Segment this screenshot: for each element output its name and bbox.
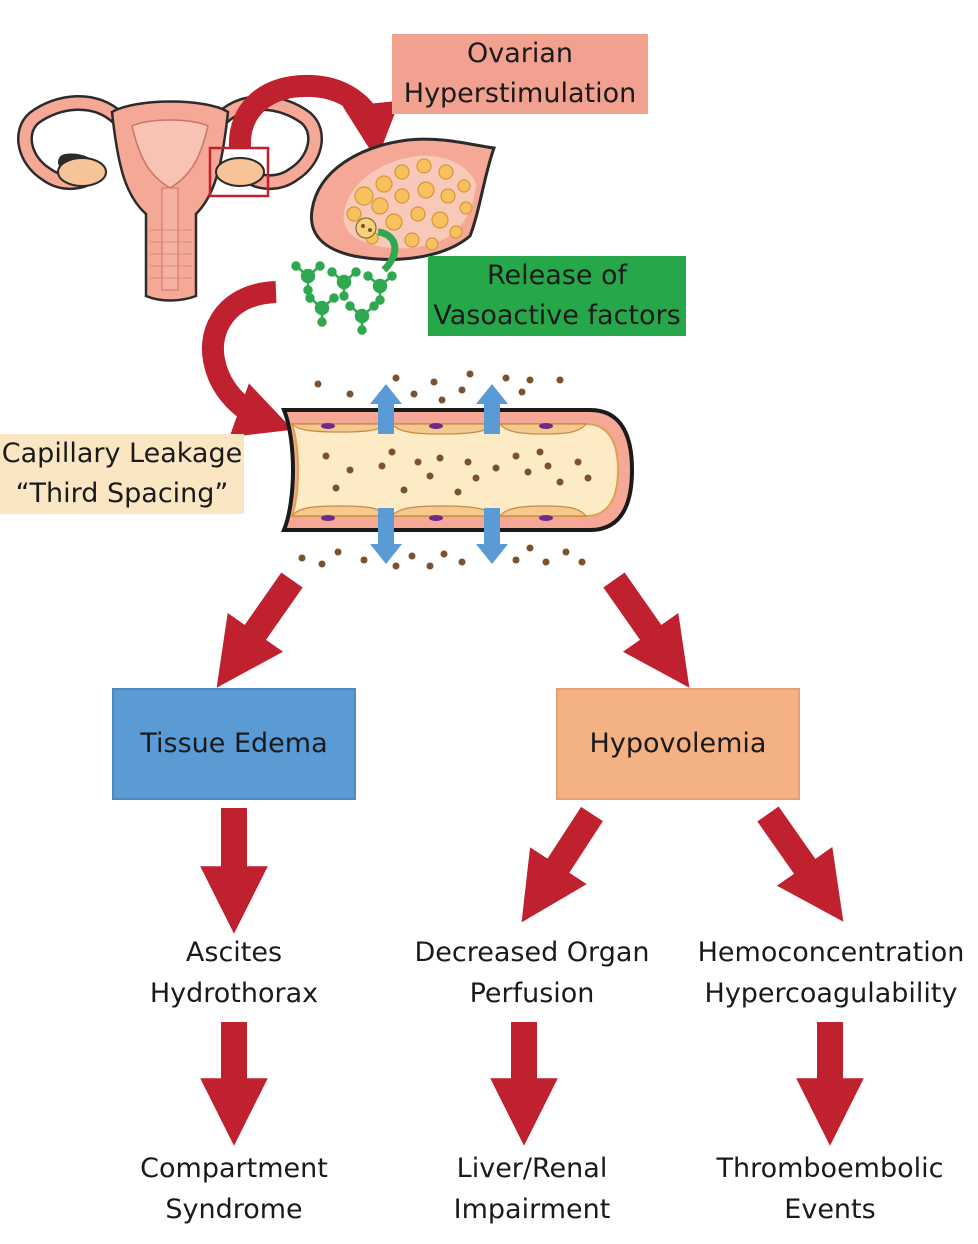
capillary-line1: Capillary Leakage	[1, 438, 243, 469]
liver-line2: Impairment	[453, 1194, 611, 1225]
organ-perfusion-label: Decreased Organ Perfusion	[398, 932, 666, 1014]
hypovolemia-box: Hypovolemia	[556, 688, 800, 800]
liver-line1: Liver/Renal	[456, 1153, 608, 1184]
arrow-to-hemoconcentration	[757, 806, 844, 922]
ovarian-line2: Hyperstimulation	[403, 78, 637, 109]
uterus-icon	[17, 95, 323, 302]
tissue-edema-box: Tissue Edema	[112, 688, 356, 800]
ovary-icon	[57, 157, 265, 187]
hemoconcentration-label: Hemoconcentration Hypercoagulability	[690, 932, 972, 1014]
hypovolemia-label: Hypovolemia	[589, 728, 767, 759]
hemo-line1: Hemoconcentration	[697, 937, 965, 968]
ascites-line2: Hydrothorax	[149, 978, 319, 1009]
hemo-line2: Hypercoagulability	[704, 978, 958, 1009]
vasoactive-molecule-icon	[291, 261, 397, 335]
perfusion-line2: Perfusion	[469, 978, 595, 1009]
perfusion-line1: Decreased Organ	[414, 937, 650, 968]
compartment-line1: Compartment	[140, 1153, 328, 1184]
release-line2: Vasoactive factors	[433, 300, 681, 331]
compartment-line2: Syndrome	[165, 1194, 303, 1225]
flow-arrows	[200, 572, 864, 1146]
thrombo-line1: Thromboembolic	[716, 1153, 944, 1184]
tissue-edema-label: Tissue Edema	[140, 728, 328, 759]
capillary-vessel-icon	[281, 408, 635, 532]
capillary-line2: “Third Spacing”	[15, 478, 229, 509]
release-vasoactive-box: Release of Vasoactive factors	[428, 256, 686, 336]
capillary-leakage-box: Capillary Leakage “Third Spacing”	[0, 434, 244, 514]
thrombo-line2: Events	[784, 1194, 876, 1225]
compartment-syndrome-label: Compartment Syndrome	[104, 1148, 364, 1230]
thromboembolic-label: Thromboembolic Events	[698, 1148, 962, 1230]
ascites-label: Ascites Hydrothorax	[104, 932, 364, 1014]
arrow-to-organ-perfusion	[521, 806, 603, 923]
protein-particles	[298, 370, 592, 570]
ascites-line1: Ascites	[185, 937, 283, 968]
curved-arrow-to-ovary	[228, 74, 400, 161]
ovarian-hyperstimulation-box: Ovarian Hyperstimulation	[392, 34, 648, 114]
ovarian-line1: Ovarian	[466, 38, 574, 69]
ovary-enlarged-icon	[309, 137, 497, 261]
curved-arrow-to-capillary	[201, 281, 293, 438]
arrow-to-hypovolemia	[603, 572, 690, 688]
liver-renal-label: Liver/Renal Impairment	[404, 1148, 660, 1230]
release-hook	[377, 228, 399, 273]
arrow-to-tissue-edema	[216, 572, 303, 688]
flow-arrow-icon	[370, 384, 508, 564]
release-line1: Release of	[486, 260, 628, 291]
